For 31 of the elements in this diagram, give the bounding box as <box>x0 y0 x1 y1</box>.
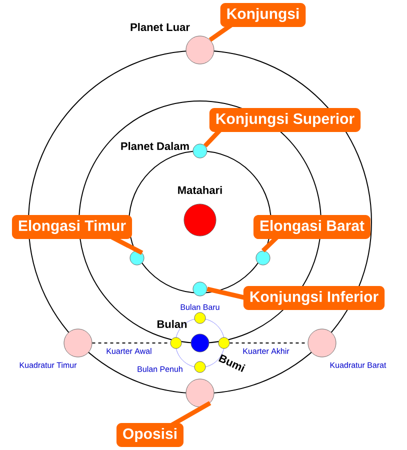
moon-label: Bulan <box>157 320 187 328</box>
planet-circle <box>192 144 208 158</box>
planet-circle <box>308 328 336 358</box>
earth-circle <box>190 334 210 352</box>
planet-circle <box>192 282 208 296</box>
planet-label: Bulan Baru <box>180 304 220 310</box>
planet-label: Kuarter Awal <box>106 348 152 354</box>
planet-label: Kuarter Akhir <box>243 348 290 354</box>
callout-box: Elongasi Timur <box>12 214 132 240</box>
planet-circle <box>64 328 92 358</box>
moon-circle <box>194 361 206 373</box>
moon-circle <box>194 312 206 324</box>
planet-circle <box>186 378 214 408</box>
planet-label: Matahari <box>178 186 222 194</box>
callout-box: Konjungsi Superior <box>209 108 361 132</box>
planet-label: Planet Luar <box>130 22 190 32</box>
planet-label: Bumi <box>218 354 246 372</box>
planet-label: Kuadratur Timur <box>20 362 77 368</box>
planet-circle <box>130 250 144 266</box>
moon-circle <box>170 337 182 349</box>
planet-circle <box>256 250 270 266</box>
planet-label: Kuadratur Barat <box>330 362 386 368</box>
callout-box: Konjungsi Inferior <box>243 286 385 310</box>
callout-box: Elongasi Barat <box>253 214 370 240</box>
callout-box: Konjungsi <box>220 2 306 28</box>
moon-circle <box>218 337 230 349</box>
planet-label: Bulan Penuh <box>138 366 182 372</box>
sun-circle <box>184 204 216 236</box>
callout-box: Oposisi <box>116 423 184 447</box>
planet-circle <box>186 36 214 64</box>
planet-label: Planet Dalam <box>121 142 189 150</box>
